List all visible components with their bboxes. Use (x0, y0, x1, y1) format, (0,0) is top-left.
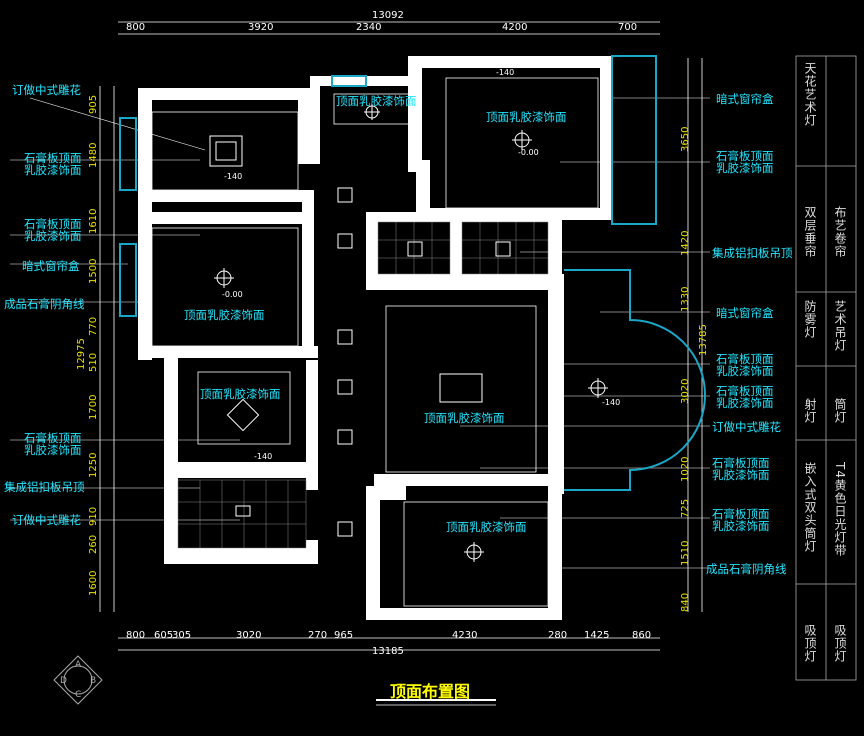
left-dim-4: 1500 (88, 258, 99, 284)
top-dim-1: 800 (126, 22, 146, 33)
windows (119, 55, 706, 491)
right-total-dim: 13785 (698, 324, 709, 356)
elevation-mark: -0.00 (518, 148, 539, 157)
right-label-6: 石膏板顶面乳胶漆饰面 (716, 384, 774, 410)
compass-letter-c: C (75, 690, 82, 700)
room-label-living: 顶面乳胶漆饰面 (424, 411, 505, 425)
left-label-4: 暗式窗帘盒 (22, 259, 80, 273)
left-dim-6: 510 (88, 352, 99, 372)
elevation-mark: -140 (602, 398, 621, 407)
legend-ceiling-lamp-1: 吸顶灯 (803, 624, 817, 663)
ceiling-lights (209, 104, 608, 562)
bottom-dim-9: 1425 (584, 630, 610, 641)
left-dim-3: 1610 (88, 208, 99, 234)
bottom-dim-7: 4230 (452, 630, 478, 641)
bottom-dim-1: 800 (126, 630, 146, 641)
legend-double-curtain: 双层垂帘 (803, 206, 817, 258)
legend-fabric-roller-blind: 布艺卷帘 (833, 206, 847, 258)
legend-art-ceiling-lamp: 天花艺术灯 (803, 62, 817, 127)
right-dim-1: 3650 (680, 126, 691, 152)
bottom-dim-5: 270 (308, 630, 328, 641)
compass-letter-d: D (60, 676, 67, 686)
right-label-7: 订做中式雕花 (712, 420, 781, 434)
right-label-5: 石膏板顶面乳胶漆饰面 (716, 352, 774, 378)
left-label-5: 成品石膏阴角线 (4, 297, 85, 311)
elevation-mark: -140 (224, 172, 243, 181)
top-dim-3: 2340 (356, 22, 382, 33)
left-label-8: 订做中式雕花 (12, 513, 81, 527)
right-dim-7: 1510 (680, 540, 691, 566)
legend-fog-proof-lamp: 防雾灯 (803, 300, 817, 339)
compass-letter-a: A (75, 660, 82, 670)
right-label-2: 石膏板顶面乳胶漆饰面 (716, 149, 774, 175)
compass-symbol (53, 655, 103, 705)
room-label-bedroom-2: 顶面乳胶漆饰面 (184, 308, 265, 322)
right-dim-2: 1420 (680, 230, 691, 256)
room-label-storage: 顶面乳胶漆饰面 (336, 94, 417, 108)
left-label-7: 集成铝扣板吊顶 (4, 480, 85, 494)
right-label-1: 暗式窗帘盒 (716, 92, 774, 106)
walls (138, 56, 612, 620)
ceiling-recesses (151, 77, 599, 607)
left-dim-7: 1700 (88, 394, 99, 420)
right-dim-5: 1020 (680, 456, 691, 482)
top-dim-2: 3920 (248, 22, 274, 33)
room-label-bedroom-3: 顶面乳胶漆饰面 (446, 520, 527, 534)
room-label-study: 顶面乳胶漆饰面 (200, 387, 281, 401)
left-dim-9: 910 (88, 506, 99, 526)
legend-spotlight: 射灯 (803, 398, 817, 424)
top-dim-4: 4200 (502, 22, 528, 33)
bottom-dim-2: 605 (154, 630, 174, 641)
bottom-total-dim: 13185 (372, 646, 404, 657)
left-label-1: 订做中式雕花 (12, 83, 81, 97)
left-label-6: 石膏板顶面乳胶漆饰面 (24, 431, 82, 457)
right-label-3: 集成铝扣板吊顶 (712, 246, 793, 260)
right-label-4: 暗式窗帘盒 (716, 306, 774, 320)
right-dim-3: 1330 (680, 286, 691, 312)
left-label-3: 石膏板顶面乳胶漆饰面 (24, 217, 82, 243)
right-dim-6: 725 (680, 498, 691, 518)
left-dim-8: 1250 (88, 452, 99, 478)
elevation-mark: -140 (496, 68, 515, 77)
legend-t4-light-strip: T4黄色日光灯带 (833, 462, 847, 557)
legend-downlight: 筒灯 (833, 398, 847, 424)
bottom-dim-6: 965 (334, 630, 354, 641)
bottom-dim-4: 3020 (236, 630, 262, 641)
right-label-9: 石膏板顶面乳胶漆饰面 (712, 507, 770, 533)
bottom-dim-3: 305 (172, 630, 192, 641)
dimension-lines (99, 21, 703, 651)
bottom-dim-10: 860 (632, 630, 652, 641)
right-dim-4: 3020 (680, 378, 691, 404)
right-label-8: 石膏板顶面乳胶漆饰面 (712, 456, 770, 482)
legend-art-pendant: 艺术吊灯 (833, 300, 847, 352)
left-dim-2: 1480 (88, 142, 99, 168)
left-dim-5: 770 (88, 316, 99, 336)
title-underline (376, 699, 496, 706)
compass-letter-b: B (90, 676, 97, 686)
left-label-2: 石膏板顶面乳胶漆饰面 (24, 151, 82, 177)
right-label-10: 成品石膏阴角线 (706, 562, 787, 576)
top-total-dim: 13092 (372, 10, 404, 21)
left-total-dim: 12975 (76, 338, 87, 370)
aluminum-grid-ceilings (177, 221, 549, 549)
top-dim-5: 700 (618, 22, 638, 33)
legend-table-grid (795, 55, 857, 681)
elevation-mark: -140 (254, 452, 273, 461)
legend-double-downlight: 嵌入式双头筒灯 (803, 462, 817, 553)
left-dim-11: 1600 (88, 570, 99, 596)
right-dim-8: 840 (680, 592, 691, 612)
left-dim-10: 260 (88, 534, 99, 554)
drawing-title: 顶面布置图 (390, 682, 471, 701)
room-label-bedroom-1: 顶面乳胶漆饰面 (486, 110, 567, 124)
legend-ceiling-lamp-2: 吸顶灯 (833, 624, 847, 663)
elevation-mark: -140 (468, 474, 487, 483)
left-dim-1: 905 (88, 94, 99, 114)
elevation-mark: -0.00 (222, 290, 243, 299)
bottom-dim-8: 280 (548, 630, 568, 641)
